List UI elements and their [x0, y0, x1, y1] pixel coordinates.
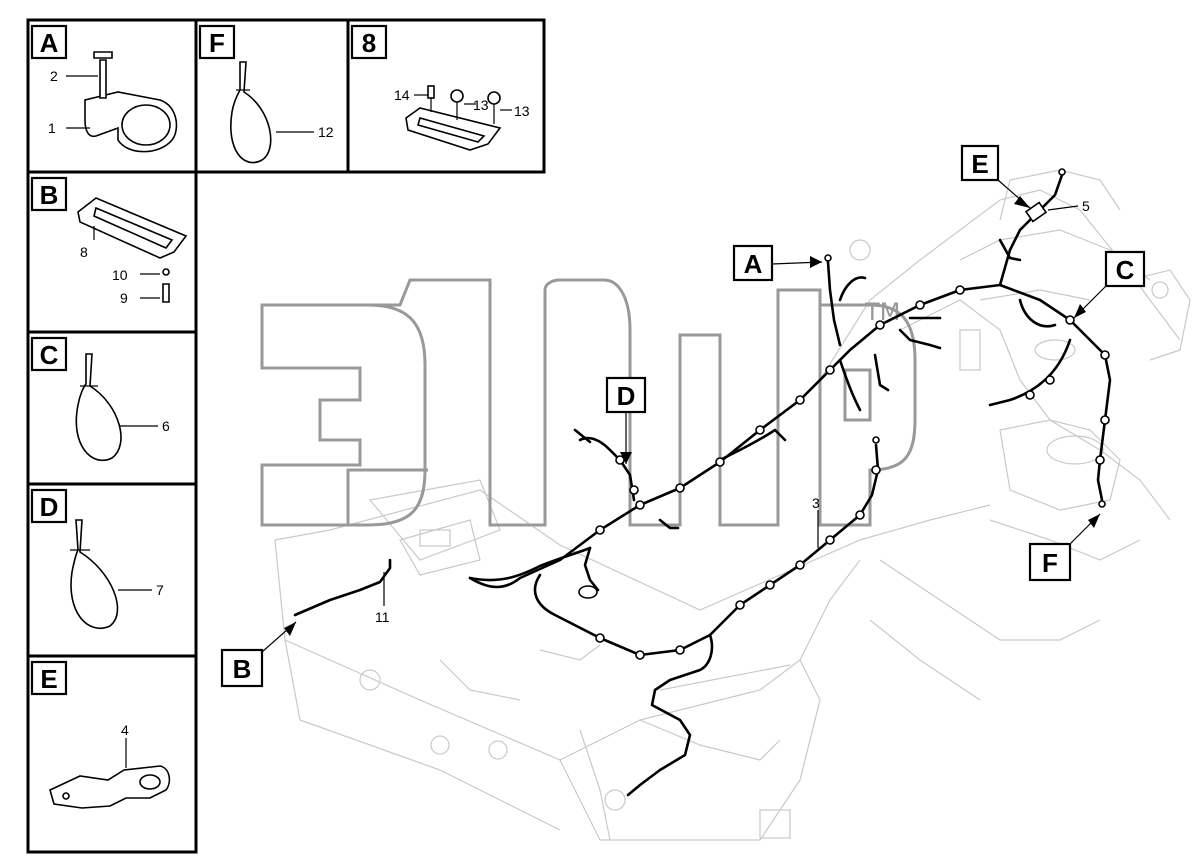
callout-8: 8	[80, 244, 88, 260]
panel-c-label: C	[40, 340, 59, 370]
main-callouts: 5 3 11	[375, 198, 1090, 625]
tag-c: C	[1116, 255, 1135, 285]
callout-7: 7	[156, 582, 164, 598]
tag-e: E	[971, 149, 988, 179]
callout-3: 3	[812, 495, 820, 511]
panel-b-housing-drawing: 8 10 9	[77, 197, 188, 306]
tag-a: A	[744, 249, 763, 279]
machine-frame-outline	[274, 169, 1191, 841]
panel-d-cable-tie-drawing: 7	[70, 519, 164, 629]
callout-2: 2	[50, 68, 58, 84]
callout-13-left: 13	[473, 97, 489, 113]
panel-a-clamp-drawing: 2 1	[48, 51, 178, 153]
tag-d: D	[617, 381, 636, 411]
main-tags: A E C D B F	[220, 144, 1146, 688]
callout-11: 11	[375, 609, 390, 625]
panel-b-label: B	[40, 180, 59, 210]
callout-14: 14	[394, 87, 410, 103]
callout-4: 4	[121, 722, 129, 738]
panel-8-housing-drawing: 14 13 13	[394, 85, 530, 151]
panel-letter-tags: A F 8 B C D E	[30, 24, 388, 696]
panel-f-label: F	[209, 28, 225, 58]
harness-clips	[578, 168, 1110, 660]
panel-d-label: D	[40, 492, 59, 522]
main-wiring-harness	[293, 173, 1112, 797]
callout-13-right: 13	[514, 103, 530, 119]
callout-10: 10	[112, 267, 128, 283]
watermark: TM	[260, 278, 917, 527]
panel-a-label: A	[40, 28, 59, 58]
panel-c-cable-tie-drawing: 6	[75, 353, 170, 461]
callout-6: 6	[162, 418, 170, 434]
panel-e-label: E	[40, 664, 57, 694]
callout-9: 9	[120, 290, 128, 306]
panel-8-frame	[346, 18, 546, 174]
detail-panels	[26, 18, 546, 854]
tag-b: B	[233, 654, 252, 684]
panel-8-label: 8	[362, 28, 376, 58]
callout-1: 1	[48, 120, 56, 136]
callout-5: 5	[1082, 198, 1090, 214]
callout-12: 12	[318, 124, 334, 140]
panel-e-frame	[26, 654, 198, 854]
tag-f: F	[1042, 548, 1058, 578]
panel-f-cable-tie-drawing: 12	[230, 61, 334, 164]
panel-e-bracket-drawing: 4	[49, 722, 171, 809]
